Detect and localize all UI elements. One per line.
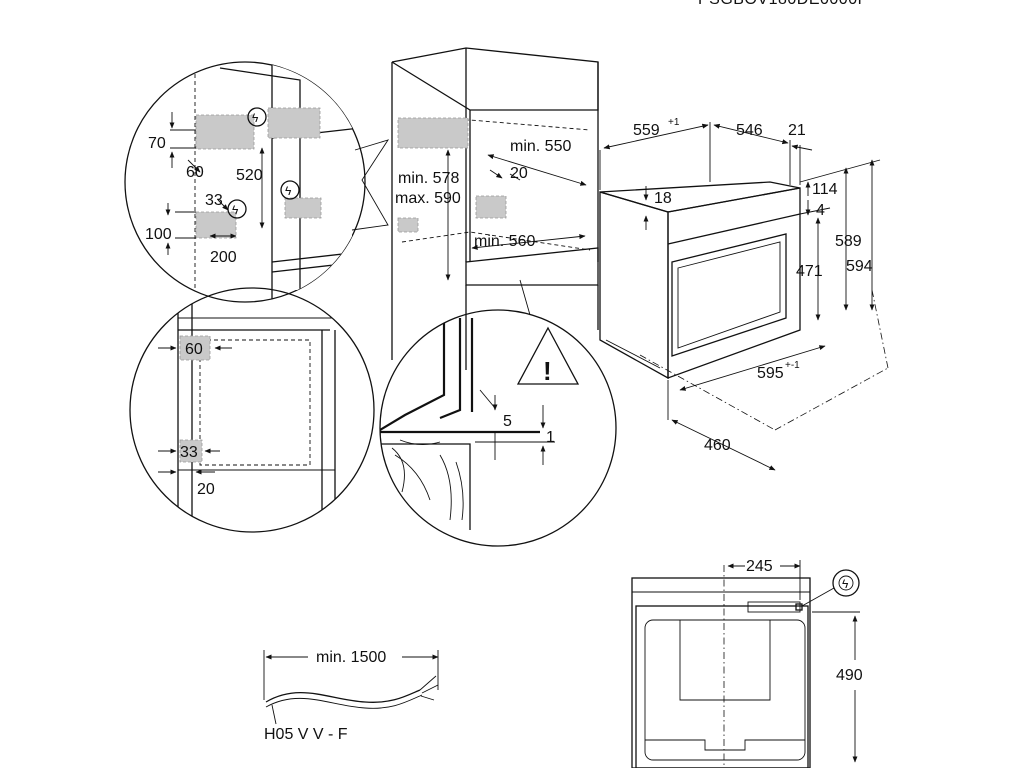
- dim-100: 100: [145, 226, 172, 243]
- oven-top-gap: 18: [654, 190, 672, 207]
- svg-text:ϟ: ϟ: [842, 577, 849, 591]
- dim-33-detail: 33: [180, 444, 198, 461]
- oven-width-tolerance: +1: [668, 117, 680, 128]
- oven-unit: 559 +1 546 21 18 114 4 471 589 594 595 +…: [599, 117, 889, 471]
- cable-type: H05 V V - F: [264, 726, 348, 743]
- oven-depth: 546: [736, 122, 763, 139]
- back-width: 245: [746, 558, 773, 575]
- power-connection-icon: [227, 199, 247, 219]
- oven-front-width: 595: [757, 365, 784, 382]
- dim-200: 200: [210, 249, 237, 266]
- power-cable: min. 1500 H05 V V - F: [263, 649, 439, 743]
- niche-height-min: min. 578: [398, 170, 459, 187]
- dim-5: 5: [503, 413, 512, 430]
- dim-589: 589: [835, 233, 862, 250]
- zoom-detail-mount: ! 5 1: [379, 309, 617, 547]
- svg-text:ϟ: ϟ: [232, 203, 239, 217]
- zoom-detail-top-left: ϟ ϟ ϟ 70 60 520 33 100 200: [124, 61, 366, 303]
- dim-70: 70: [148, 135, 166, 152]
- dim-60-detail: 60: [185, 341, 203, 358]
- power-connection-icon: [247, 107, 267, 127]
- niche-width: min. 560: [474, 233, 535, 250]
- oven-front: 21: [788, 122, 806, 139]
- dim-520: 520: [236, 167, 263, 184]
- dim-4: 4: [816, 202, 825, 219]
- niche-height-max: max. 590: [395, 190, 461, 207]
- zoom-detail-bottom-left: 60 33 20: [129, 287, 375, 533]
- oven-bottom-depth: 460: [704, 437, 731, 454]
- back-height: 490: [836, 667, 863, 684]
- oven-back-view: ϟ 245 490: [631, 558, 863, 768]
- oven-width: 559: [633, 122, 660, 139]
- warning-icon: [516, 326, 580, 385]
- svg-text:ϟ: ϟ: [285, 184, 292, 198]
- svg-text:ϟ: ϟ: [252, 111, 259, 125]
- dim-33: 33: [205, 192, 223, 209]
- svg-text:!: !: [543, 356, 552, 386]
- oven-front-width-tolerance: +-1: [785, 360, 800, 371]
- dim-60: 60: [186, 164, 204, 181]
- dim-594: 594: [846, 258, 873, 275]
- power-connection-icon: [832, 569, 860, 597]
- power-connection-icon: [280, 180, 300, 200]
- niche-depth: min. 550: [510, 138, 571, 155]
- dim-20-detail: 20: [197, 481, 215, 498]
- dim-114: 114: [812, 181, 838, 198]
- dim-471: 471: [796, 263, 823, 280]
- dim-1: 1: [546, 429, 555, 446]
- document-code: PSGBOV180DE0000F: [698, 0, 868, 9]
- niche-gap: 20: [510, 165, 528, 182]
- cable-length: min. 1500: [316, 649, 386, 666]
- niche-cabinet: min. 578 max. 590 min. 550 20 min. 560: [391, 47, 599, 370]
